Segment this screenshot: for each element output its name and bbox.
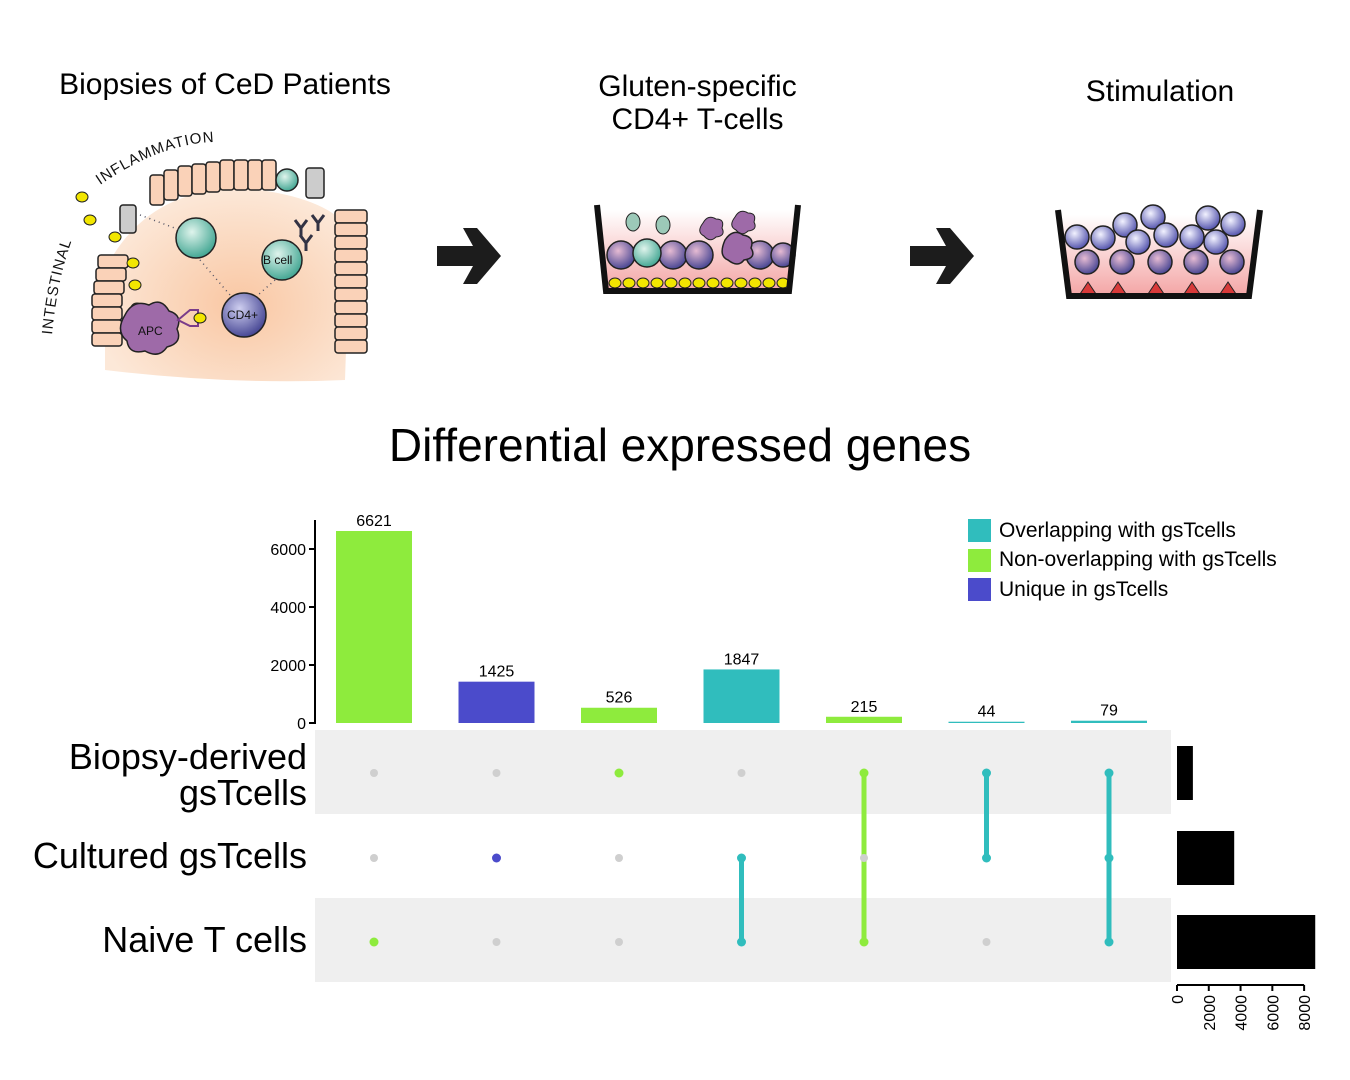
bar-value-label: 6621 bbox=[356, 513, 392, 530]
culture-well-illustration bbox=[594, 204, 801, 294]
goblet-cells bbox=[119, 167, 325, 234]
matrix-dot-inactive bbox=[982, 938, 991, 946]
y-tick-label: 2000 bbox=[270, 658, 306, 675]
set-size-tick-label: 6000 bbox=[1265, 995, 1282, 1031]
set-size-bar bbox=[1177, 831, 1235, 885]
set-label-biopsy-line2: gsTcells bbox=[178, 772, 307, 813]
set-size-bar bbox=[1177, 915, 1316, 969]
gluten-title-line1: Gluten-specific bbox=[598, 70, 797, 103]
matrix-dot-active bbox=[737, 937, 746, 947]
matrix-dot-active bbox=[737, 853, 746, 863]
intersection-bar bbox=[948, 721, 1025, 723]
legend-swatch bbox=[968, 578, 991, 602]
set-size-tick-label: 4000 bbox=[1234, 995, 1251, 1031]
matrix-dot-active bbox=[492, 853, 501, 863]
intersection-bar bbox=[826, 716, 902, 723]
matrix-dot-inactive bbox=[860, 854, 868, 862]
teal-cell-large bbox=[175, 217, 217, 259]
matrix-dot-active bbox=[369, 937, 379, 947]
set-size-tick-label: 0 bbox=[1170, 995, 1187, 1004]
biopsy-illustration: B cell CD4+ APC INFLAMMATION INTESTINAL bbox=[39, 129, 368, 382]
matrix-dot-inactive bbox=[615, 938, 623, 946]
cd4-cell bbox=[221, 292, 267, 338]
y-tick-label: 4000 bbox=[270, 600, 306, 617]
bar-value-label: 215 bbox=[851, 699, 878, 716]
antibodies bbox=[293, 214, 326, 251]
intersection-bar bbox=[703, 669, 780, 723]
gluten-panel-title: Gluten-specific CD4+ T-cells bbox=[555, 70, 840, 136]
bar-value-label: 44 bbox=[978, 704, 996, 721]
y-tick-label: 6000 bbox=[270, 542, 306, 559]
biopsy-panel-title: Biopsies of CeD Patients bbox=[59, 68, 391, 101]
matrix-dot-active bbox=[1104, 937, 1114, 947]
matrix-dot-inactive bbox=[370, 854, 378, 862]
stimulation-well-illustration bbox=[1055, 204, 1263, 299]
apc-cell bbox=[119, 301, 180, 355]
matrix-dot-active bbox=[1104, 768, 1114, 778]
arrow-icon bbox=[437, 228, 501, 284]
matrix-dot-active bbox=[982, 768, 991, 778]
intersection-bar bbox=[336, 530, 412, 723]
dotted-signals bbox=[139, 214, 276, 296]
bar-value-label: 526 bbox=[606, 690, 633, 707]
legend-label: Unique in gsTcells bbox=[999, 577, 1169, 601]
intersection-bar bbox=[581, 707, 657, 723]
bar-value-label: 1425 bbox=[479, 664, 515, 681]
matrix-dot-inactive bbox=[737, 769, 746, 777]
matrix-dot-active bbox=[859, 768, 869, 778]
matrix-dot-active bbox=[982, 853, 991, 863]
matrix-dot-inactive bbox=[492, 938, 501, 946]
matrix-dot-inactive bbox=[492, 769, 501, 777]
bar-value-label: 79 bbox=[1100, 703, 1118, 720]
b-cell bbox=[261, 239, 303, 281]
legend-item-unique: Unique in gsTcells bbox=[968, 575, 1277, 605]
intersection-bar bbox=[1071, 720, 1147, 723]
gluten-peptide bbox=[193, 312, 207, 324]
legend-label: Overlapping with gsTcells bbox=[999, 518, 1236, 542]
chart-legend: Overlapping with gsTcells Non-overlappin… bbox=[968, 516, 1277, 605]
apc-cell-label: APC bbox=[138, 324, 163, 338]
intersection-bar bbox=[458, 681, 535, 723]
matrix-dot-inactive bbox=[370, 769, 378, 777]
set-label-biopsy: Biopsy-derived gsTcells bbox=[69, 739, 307, 811]
matrix-dot-inactive bbox=[615, 854, 623, 862]
arrow-icon bbox=[910, 228, 974, 284]
set-label-cultured: Cultured gsTcells bbox=[32, 835, 307, 876]
legend-swatch bbox=[968, 548, 991, 572]
stimulation-panel-title: Stimulation bbox=[1085, 75, 1235, 108]
set-size-tick-label: 8000 bbox=[1297, 995, 1314, 1031]
y-tick-label: 0 bbox=[297, 716, 306, 733]
matrix-dot-active bbox=[859, 937, 869, 947]
cd4-cell-label: CD4+ bbox=[227, 308, 258, 322]
epithelium-villi bbox=[91, 159, 368, 354]
teal-cell-small bbox=[275, 168, 299, 192]
legend-label: Non-overlapping with gsTcells bbox=[999, 548, 1277, 572]
set-label-biopsy-line1: Biopsy-derived bbox=[68, 736, 307, 777]
set-size-bar bbox=[1177, 746, 1193, 800]
set-size-tick-label: 2000 bbox=[1202, 995, 1219, 1031]
b-cell-label: B cell bbox=[263, 253, 292, 267]
matrix-dot-active bbox=[1104, 853, 1114, 863]
bar-value-label: 1847 bbox=[724, 651, 760, 668]
legend-item-non-overlapping: Non-overlapping with gsTcells bbox=[968, 546, 1277, 576]
legend-item-overlapping: Overlapping with gsTcells bbox=[968, 516, 1277, 546]
legend-swatch bbox=[968, 519, 991, 543]
chart-title: Differential expressed genes bbox=[388, 419, 972, 471]
set-label-naive: Naive T cells bbox=[102, 919, 307, 960]
gluten-title-line2: CD4+ T-cells bbox=[611, 103, 784, 136]
matrix-dot-active bbox=[614, 768, 624, 778]
